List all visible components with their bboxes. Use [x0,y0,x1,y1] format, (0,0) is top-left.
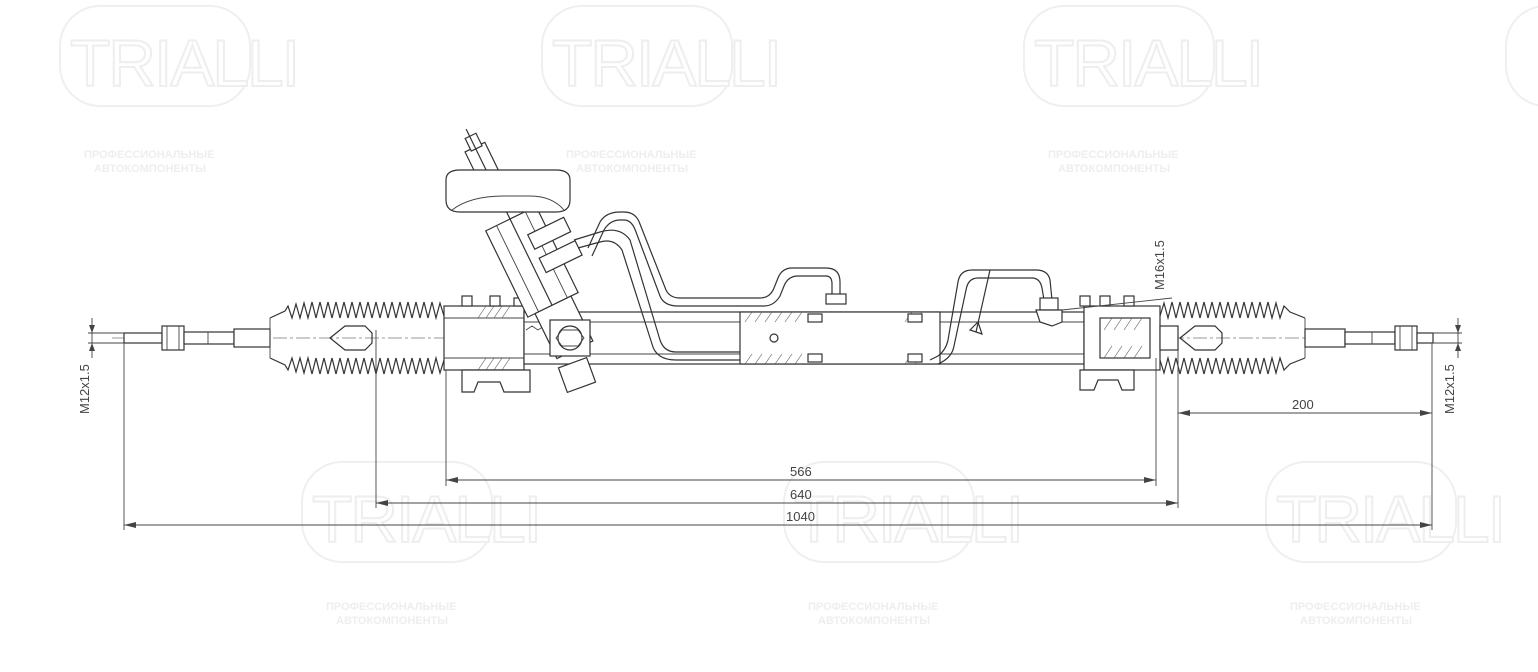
watermark-logo: TRIALLI [70,26,298,100]
watermark-tagline: АВТОКОМПОНЕНТЫ [94,163,206,175]
watermark-4 [1505,5,1538,107]
watermark-tagline: АВТОКОМПОНЕНТЫ [1300,615,1412,627]
watermark-5: TRIALLI ПРОФЕССИОНАЛЬНЫЕ АВТОКОМПОНЕНТЫ [301,461,543,627]
left-tie-rod [123,325,271,351]
right-end-housing [1079,295,1179,391]
watermark-tagline: АВТОКОМПОНЕНТЫ [336,615,448,627]
hydraulic-lines [573,211,1063,365]
watermark-tagline: ПРОФЕССИОНАЛЬНЫЕ [1290,601,1420,613]
watermark-logo: TRIALLI [1034,26,1262,100]
thread-label-right: M12x1.5 [1442,364,1457,414]
watermark-1: TRIALLI ПРОФЕССИОНАЛЬНЫЕ АВТОКОМПОНЕНТЫ [59,5,301,175]
dimension-566: 566 [790,464,812,479]
watermark-logo: TRIALLI [1276,482,1504,556]
rack-housing [443,295,1085,393]
dimension-1040: 1040 [786,509,815,524]
thread-label-left: M12x1.5 [77,364,92,414]
watermark-tagline: ПРОФЕССИОНАЛЬНЫЕ [808,601,938,613]
watermark-logo: TRIALLI [794,482,1022,556]
watermark-logo: TRIALLI [312,482,540,556]
watermark-7: TRIALLI ПРОФЕССИОНАЛЬНЫЕ АВТОКОМПОНЕНТЫ [1265,461,1507,627]
dimension-640: 640 [790,487,812,502]
watermark-tagline: ПРОФЕССИОНАЛЬНЫЕ [84,149,214,161]
watermark-logo: TRIALLI [552,26,780,100]
dimension-lines [88,297,1462,530]
thread-label-port: M16x1.5 [1152,240,1167,290]
watermark-2: TRIALLI ПРОФЕССИОНАЛЬНЫЕ АВТОКОМПОНЕНТЫ [541,5,783,175]
right-boot-lower [1159,355,1306,376]
watermark-tagline: ПРОФЕССИОНАЛЬНЫЕ [566,149,696,161]
watermark-tagline: АВТОКОМПОНЕНТЫ [1058,163,1170,175]
watermark-tagline: ПРОФЕССИОНАЛЬНЫЕ [1048,149,1178,161]
left-boot [269,300,445,321]
left-boot-lower [269,355,445,376]
watermark-tagline: ПРОФЕССИОНАЛЬНЫЕ [326,601,456,613]
watermark-3: TRIALLI ПРОФЕССИОНАЛЬНЫЕ АВТОКОМПОНЕНТЫ [1023,5,1265,175]
watermark-6: TRIALLI ПРОФЕССИОНАЛЬНЫЕ АВТОКОМПОНЕНТЫ [783,461,1025,627]
watermark-layer: TRIALLI ПРОФЕССИОНАЛЬНЫЕ АВТОКОМПОНЕНТЫ … [59,5,1538,627]
watermark-tagline: АВТОКОМПОНЕНТЫ [818,615,930,627]
dimension-200: 200 [1292,397,1314,412]
right-boot [1159,300,1306,321]
watermark-tagline: АВТОКОМПОНЕНТЫ [576,163,688,175]
right-tie-rod [1304,325,1434,351]
valve-assembly [445,128,597,394]
